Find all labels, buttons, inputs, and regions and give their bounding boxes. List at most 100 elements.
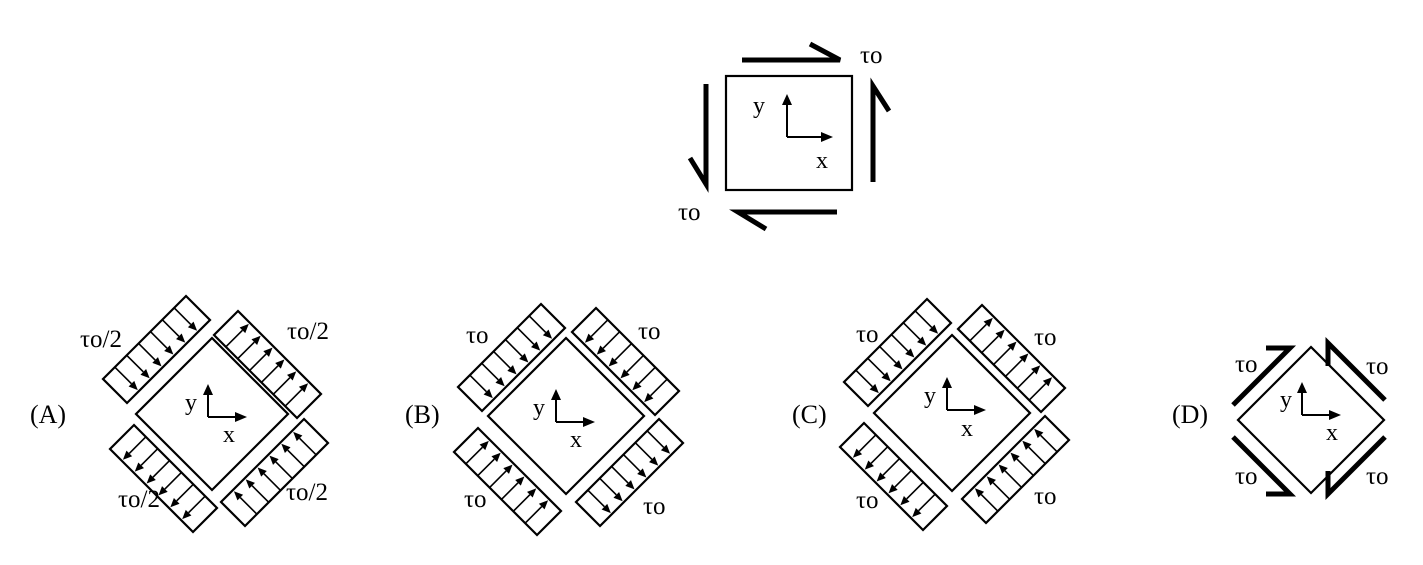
reference-axes (782, 94, 833, 142)
option-d-axis-y-label: y (1280, 387, 1292, 413)
option-b-tau-label-lower-left: τo (464, 486, 487, 513)
stress-hatch-arrowhead (596, 345, 606, 355)
stress-hatch-arrowhead (134, 462, 144, 472)
stress-hatch-line (272, 377, 291, 395)
stress-hatch-line (489, 470, 507, 489)
stress-hatch-arrowhead (1019, 353, 1029, 363)
stress-hatch-line (918, 493, 936, 512)
stress-hatch-arrowhead (140, 369, 150, 379)
option-a-axes (203, 384, 247, 422)
stress-hatch-arrowhead (507, 365, 517, 375)
option-b-tau-label-upper-left: τo (466, 322, 489, 349)
shear-arrow-bottom (729, 209, 837, 232)
reference-square (724, 74, 854, 192)
option-c-axis-y-label: y (924, 383, 936, 409)
stress-hatch-line (858, 434, 877, 452)
option-b-tau-label-upper-right: τo (638, 318, 661, 345)
stress-hatch-line (599, 477, 617, 496)
option-b: y x (B) τo τo τo τo (405, 302, 685, 537)
stress-hatch-line (188, 495, 206, 514)
option-d-label[interactable]: (D) (1172, 400, 1208, 429)
stress-hatch-line (1028, 383, 1047, 401)
stress-hatch-arrowhead (263, 347, 273, 357)
option-c-tau-label-lower-right: τo (1034, 483, 1057, 510)
stress-hatch-line (1016, 458, 1034, 477)
stress-hatch-arrowhead (245, 479, 255, 489)
stress-hatch-arrowhead (257, 467, 267, 477)
stress-hatch-arrowhead (269, 455, 279, 465)
stress-hatch-arrowhead (298, 383, 309, 393)
stress-hatch-line (902, 322, 921, 340)
stress-hatch-line (969, 323, 987, 342)
stress-hatch-line (614, 343, 633, 361)
stress-hatch-arrowhead (625, 480, 635, 490)
option-a-tau-label-lower-left: τo/2 (118, 486, 160, 513)
stress-hatch-arrowhead (491, 452, 501, 462)
stress-hatch-arrowhead (928, 324, 939, 334)
option-c-label[interactable]: (C) (792, 400, 827, 429)
stress-hatch-arrowhead (538, 500, 549, 510)
stress-hatch-arrowhead (503, 464, 513, 474)
stress-hatch-arrowhead (608, 357, 618, 367)
stress-hatch-arrowhead (251, 335, 261, 345)
stress-hatch-arrowhead (864, 460, 874, 470)
option-d-shear-arrow-lower-right (1325, 435, 1387, 501)
stress-hatch-arrowhead (146, 474, 156, 484)
stress-hatch-line (1004, 359, 1023, 377)
stress-hatch-line (161, 319, 180, 337)
stress-hatch-line (173, 307, 192, 325)
stress-hatch-arrowhead (275, 359, 285, 369)
stress-hatch-line (299, 437, 317, 456)
option-a-tau-label-upper-right: τo/2 (287, 318, 329, 345)
stress-hatch-line (237, 341, 255, 360)
stress-hatch-arrowhead (182, 509, 192, 520)
stress-hatch-line (524, 506, 543, 524)
option-c-stress-block-lower-right (960, 414, 1071, 525)
stress-hatch-line (1028, 446, 1046, 465)
stress-hatch-arrowhead (239, 323, 249, 334)
stress-hatch-line (1016, 371, 1035, 389)
stress-hatch-arrowhead (527, 488, 537, 498)
shear-arrow-top (742, 41, 842, 63)
option-c-stress-block-lower-left (838, 421, 949, 532)
stress-hatch-line (855, 369, 873, 388)
stress-hatch-line (260, 365, 279, 383)
option-a-label[interactable]: (A) (30, 400, 66, 429)
stress-hatch-arrowhead (637, 468, 647, 478)
option-b-stress-block-upper-right (570, 306, 681, 417)
stress-hatch-arrowhead (281, 443, 291, 453)
stress-hatch-arrowhead (601, 503, 611, 514)
stress-hatch-arrowhead (974, 488, 985, 498)
stress-hatch-line (1004, 470, 1023, 488)
reference-axis-y-label: y (753, 93, 765, 119)
stress-hatch-arrowhead (876, 472, 886, 482)
option-a-stress-block-upper-left (101, 294, 212, 405)
option-a-square (134, 336, 290, 492)
stress-hatch-arrowhead (852, 448, 863, 458)
option-c-stress-block-upper-right (956, 303, 1067, 414)
stress-hatch-arrowhead (905, 348, 915, 358)
shear-arrow-right (870, 77, 892, 182)
option-d-tau-label-lower-right: τo (1366, 463, 1389, 490)
option-c: y x (C) τo τo τo τo (792, 297, 1071, 532)
option-b-stress-block-lower-right (574, 417, 685, 528)
stress-hatch-line (882, 458, 901, 476)
stress-hatch-arrowhead (660, 444, 671, 454)
stress-hatch-arrowhead (644, 392, 654, 403)
stress-hatch-line (469, 374, 487, 393)
stress-hatch-arrowhead (917, 336, 927, 346)
stress-hatch-line (650, 378, 668, 397)
stress-hatch-arrowhead (519, 353, 529, 363)
option-b-axis-x-label: x (570, 427, 582, 453)
option-d-tau-label-upper-right: τo (1366, 353, 1389, 380)
option-b-label[interactable]: (B) (405, 400, 440, 429)
option-c-tau-label-lower-left: τo (856, 487, 879, 514)
stress-hatch-line (1040, 434, 1058, 453)
stress-hatch-arrowhead (287, 371, 297, 381)
stress-hatch-line (164, 471, 182, 490)
option-b-tau-label-lower-right: τo (643, 493, 666, 520)
option-d-axes (1297, 382, 1341, 420)
stress-hatch-line (140, 448, 159, 466)
stress-hatch-arrowhead (122, 450, 133, 460)
stress-hatch-arrowhead (176, 333, 186, 343)
